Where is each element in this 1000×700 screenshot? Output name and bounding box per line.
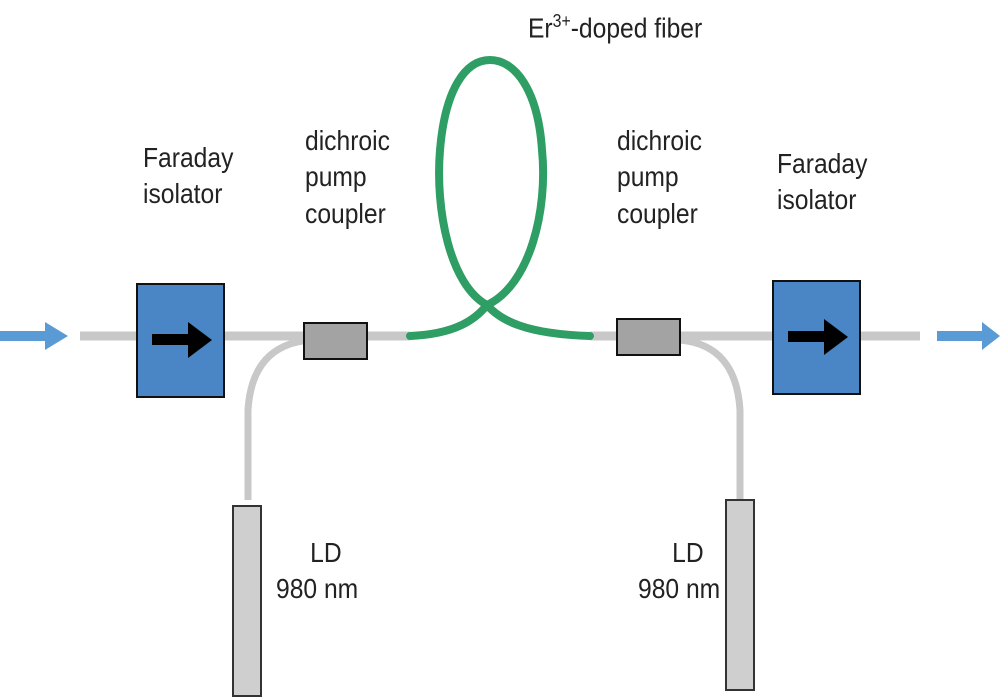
pump-fiber-right bbox=[679, 336, 744, 500]
ld-left-label: LD 980 nm bbox=[276, 537, 359, 605]
ld-right-label: LD 980 nm bbox=[638, 537, 721, 605]
dichroic-pump-coupler-right bbox=[616, 318, 681, 356]
output-arrow bbox=[937, 322, 1000, 350]
input-arrow bbox=[0, 322, 68, 350]
pump-fiber-left bbox=[244, 336, 311, 500]
isolator-arrow-icon bbox=[152, 322, 212, 358]
ld-980nm-left bbox=[232, 505, 262, 697]
dichroic-pump-coupler-right-label: dichroic pump coupler bbox=[617, 125, 702, 229]
faraday-isolator-right-label: Faraday isolator bbox=[777, 148, 868, 216]
dichroic-pump-coupler-left-label: dichroic pump coupler bbox=[305, 125, 390, 229]
faraday-isolator-right bbox=[772, 280, 861, 395]
dichroic-pump-coupler-left bbox=[303, 322, 368, 360]
er-doped-fiber-loop bbox=[406, 56, 594, 340]
isolator-arrow-icon bbox=[788, 319, 848, 355]
faraday-isolator-left bbox=[136, 283, 225, 398]
faraday-isolator-left-label: Faraday isolator bbox=[143, 142, 234, 210]
er-doped-fiber-label: Er3+-doped fiber bbox=[528, 11, 703, 44]
ld-980nm-right bbox=[725, 499, 755, 691]
